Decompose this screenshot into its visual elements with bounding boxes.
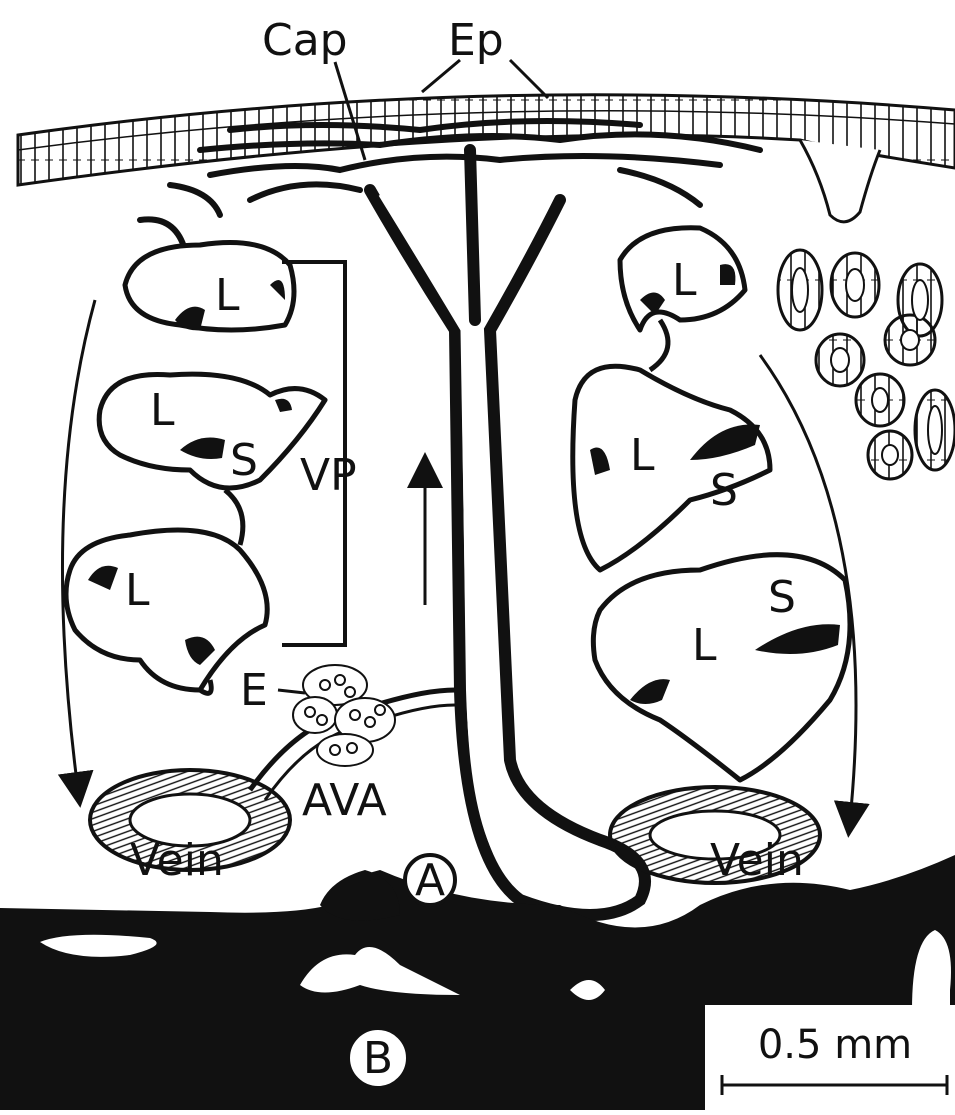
scale-bar-label: 0.5 mm bbox=[758, 1022, 912, 1068]
label-lumen: L bbox=[630, 430, 655, 481]
scale-bar: 0.5 mm bbox=[705, 1005, 955, 1110]
label-e: E bbox=[240, 665, 268, 716]
label-vein-left: Vein bbox=[130, 835, 224, 886]
label-ava: AVA bbox=[302, 775, 387, 826]
label-cap: Cap bbox=[262, 15, 348, 66]
label-lumen: L bbox=[215, 270, 240, 321]
label-vp: VP bbox=[300, 450, 357, 501]
label-smooth-muscle: S bbox=[710, 465, 738, 516]
label-lumen: L bbox=[672, 255, 697, 306]
label-ep: Ep bbox=[448, 15, 504, 66]
label-artery: A bbox=[415, 855, 445, 906]
label-vein-right: Vein bbox=[710, 835, 804, 886]
label-smooth-muscle: S bbox=[230, 435, 258, 486]
label-lumen: L bbox=[150, 385, 175, 436]
label-smooth-muscle: S bbox=[768, 572, 796, 623]
label-lumen: L bbox=[692, 620, 717, 671]
label-b: B bbox=[363, 1033, 393, 1084]
label-lumen: L bbox=[125, 565, 150, 616]
